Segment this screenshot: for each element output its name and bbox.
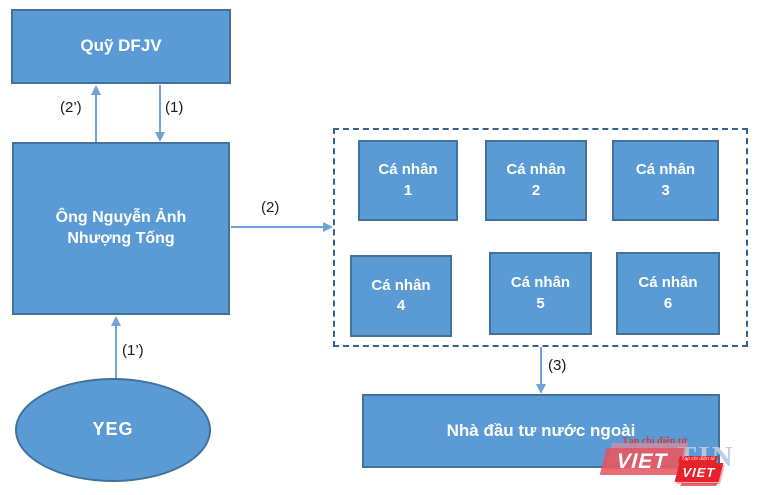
node-owner-line2: Nhượng Tống [67,229,175,247]
node-individual-5-label: Cá nhân 5 [511,273,570,314]
node-individual-1-label: Cá nhân 1 [378,160,437,201]
node-individual-1: Cá nhân 1 [358,140,458,221]
node-individual-2: Cá nhân 2 [485,140,587,221]
node-individual-5: Cá nhân 5 [489,252,592,335]
group-individuals-dashed-container [333,128,748,347]
edge-label-2-prime: (2’) [60,99,82,116]
node-individual-4: Cá nhân 4 [350,255,452,337]
individual-3-line2: 3 [661,181,670,199]
node-individual-3-label: Cá nhân 3 [636,160,695,201]
arrow-yeg-to-owner [111,316,121,378]
node-owner-line1: Ông Nguyễn Ảnh [55,208,187,226]
individual-5-line2: 5 [536,294,545,312]
node-owner-label: Ông Nguyễn Ảnh Nhượng Tống [56,208,187,250]
node-foreign-investors-label: Nhà đầu tư nước ngoài [446,420,636,440]
node-individual-6-label: Cá nhân 6 [638,273,697,314]
watermark-fineprint-bar [679,483,719,486]
node-fund-dfjv: Quỹ DFJV [11,9,231,84]
arrow-fund-to-owner [155,85,165,142]
node-individual-6: Cá nhân 6 [616,252,720,335]
edge-label-2: (2) [261,199,280,216]
arrow-owner-to-individuals [231,222,333,232]
node-foreign-investors: Nhà đầu tư nước ngoài [362,394,720,468]
individual-6-line1: Cá nhân [638,274,698,292]
individual-1-line1: Cá nhân [378,161,438,179]
node-individual-2-label: Cá nhân 2 [506,160,565,201]
edge-label-1-prime: (1’) [122,342,144,359]
individual-2-line2: 2 [531,181,541,199]
individual-3-line1: Cá nhân [635,161,696,179]
arrow-owner-to-fund [91,85,101,142]
edge-label-3: (3) [548,357,567,374]
individual-2-line1: Cá nhân [506,161,566,179]
individual-1-line2: 1 [403,181,413,199]
individual-4-line1: Cá nhân [371,276,431,294]
node-fund-label: Quỹ DFJV [80,36,162,56]
node-individual-4-label: Cá nhân 4 [371,276,430,317]
node-yeg-label: YEG [92,419,134,440]
edge-label-1: (1) [165,99,184,116]
arrow-individuals-to-foreign [536,347,546,394]
individual-4-line2: 4 [396,297,406,314]
node-individual-3: Cá nhân 3 [612,140,719,221]
node-yeg-ellipse: YEG [15,378,211,482]
individual-5-line1: Cá nhân [510,274,571,292]
individual-6-line2: 6 [663,294,673,312]
node-owner: Ông Nguyễn Ảnh Nhượng Tống [12,142,230,315]
